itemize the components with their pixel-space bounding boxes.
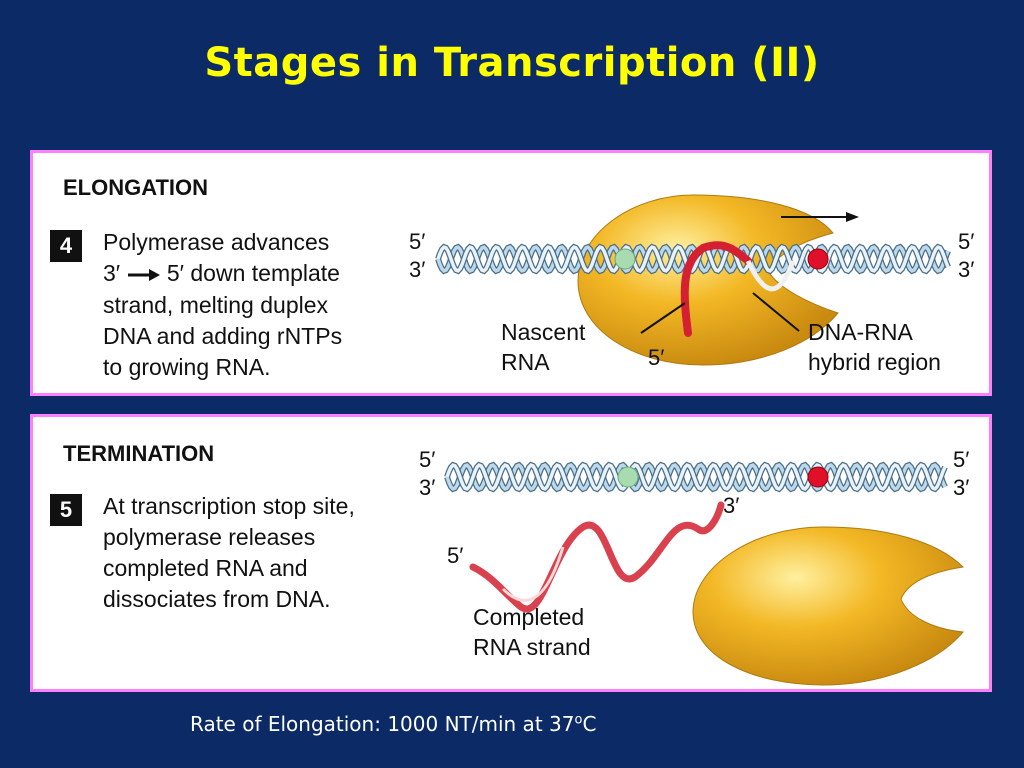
termination-diagram: 5′ 3′ 5′ 3′ 3′ 5′ Completed RNA strand xyxy=(419,447,969,686)
page-title: Stages in Transcription (II) xyxy=(204,40,820,86)
rna-5prime-label: 5′ xyxy=(447,543,463,568)
rna-5prime-label: 5′ xyxy=(648,345,664,370)
red-marker xyxy=(807,248,829,270)
label-3prime-right: 3′ xyxy=(958,257,974,282)
green-marker xyxy=(617,466,639,488)
polymerase-enzyme xyxy=(577,194,839,366)
termination-desc-line: dissociates from DNA. xyxy=(103,586,331,612)
termination-heading: TERMINATION xyxy=(63,441,215,466)
elongation-desc-line: 3′ 5′ down template xyxy=(103,258,342,290)
step-4-badge: 4 xyxy=(50,230,82,262)
label-3prime-left: 3′ xyxy=(409,257,425,282)
label-3prime-right: 3′ xyxy=(953,475,969,500)
polymerase-enzyme xyxy=(692,526,965,686)
elongation-description: Polymerase advances 3′ 5′ down template … xyxy=(103,227,342,383)
termination-desc-line: At transcription stop site, xyxy=(103,493,355,519)
hybrid-region-label: DNA-RNA xyxy=(808,319,913,345)
dna-double-helix xyxy=(435,243,951,275)
termination-description: At transcription stop site, polymerase r… xyxy=(103,491,355,615)
nascent-rna-label: Nascent xyxy=(501,319,586,345)
completed-rna-strand xyxy=(469,501,725,613)
label-5prime-right: 5′ xyxy=(953,447,969,472)
elongation-desc-line: DNA and adding rNTPs xyxy=(103,323,343,350)
arrow-right-icon xyxy=(127,259,161,290)
elongation-rate-note: Rate of Elongation: 1000 NT/min at 37oC xyxy=(190,712,597,736)
label-5prime-left: 5′ xyxy=(419,447,435,472)
label-3prime-left: 3′ xyxy=(419,475,435,500)
elongation-desc-line: strand, melting duplex xyxy=(103,292,329,319)
red-marker xyxy=(807,466,829,488)
dna-double-helix xyxy=(444,461,948,493)
termination-desc-line: completed RNA and xyxy=(103,555,308,581)
completed-rna-label: RNA strand xyxy=(473,634,591,660)
termination-desc-line: polymerase releases xyxy=(103,524,316,550)
label-5prime-left: 5′ xyxy=(409,229,425,254)
elongation-heading: ELONGATION xyxy=(63,175,209,200)
rna-3prime-label: 3′ xyxy=(723,493,739,518)
elongation-panel: ELONGATION 4 Polymerase advances 3′ 5′ d… xyxy=(30,150,992,396)
nascent-rna-label: RNA xyxy=(501,349,550,375)
termination-panel: TERMINATION 5 At transcription stop site… xyxy=(30,414,992,692)
elongation-desc-line: Polymerase advances xyxy=(103,229,330,255)
elongation-desc-line: to growing RNA. xyxy=(103,354,271,381)
label-5prime-right: 5′ xyxy=(958,229,974,254)
elongation-diagram: 5′ 3′ 5′ 3′ Nascent RNA 5′ DNA-RNA hybri… xyxy=(409,194,974,375)
step-5-badge: 5 xyxy=(50,494,82,526)
completed-rna-label: Completed xyxy=(473,604,584,630)
hybrid-region-label: hybrid region xyxy=(808,349,941,375)
template-loop xyxy=(745,259,796,292)
green-marker xyxy=(614,248,636,270)
